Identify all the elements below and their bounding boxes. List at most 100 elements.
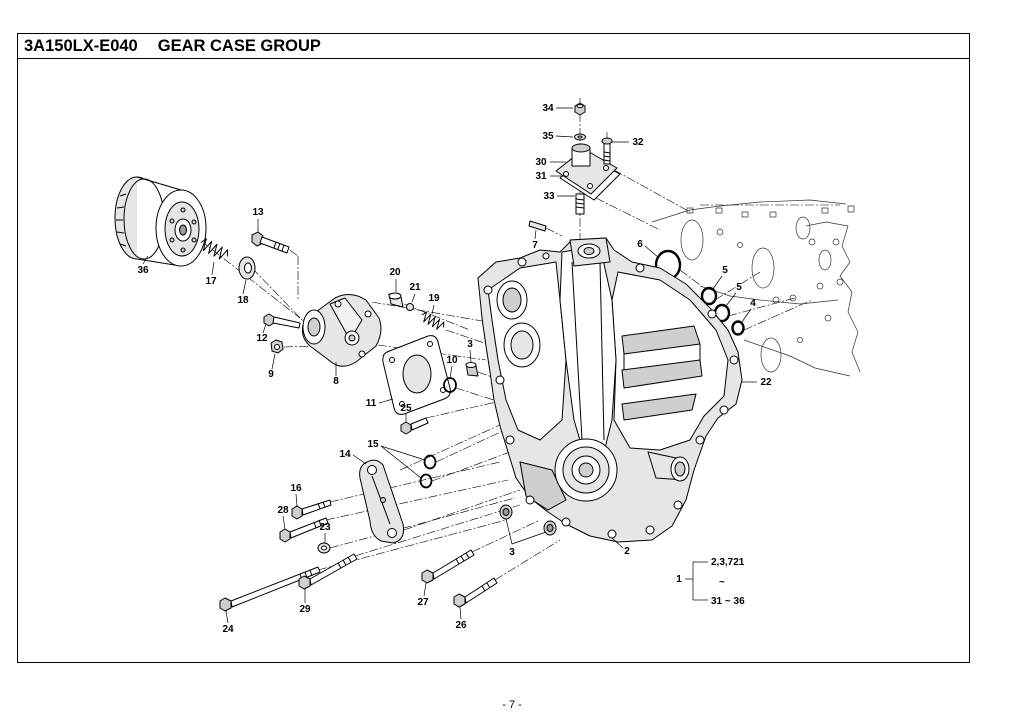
bolt-32 bbox=[601, 137, 613, 165]
bolt-13 bbox=[251, 231, 290, 254]
spring-17-stroke bbox=[200, 238, 229, 260]
cover-30-stroke bbox=[603, 165, 609, 171]
cover-30-stroke bbox=[587, 183, 593, 189]
callout-24: 24 bbox=[222, 624, 234, 635]
callout-22: 22 bbox=[760, 377, 772, 388]
gear-case-2-stroke bbox=[607, 529, 617, 539]
gasket-11 bbox=[382, 335, 451, 415]
assembly-center-lines-stroke bbox=[714, 271, 761, 301]
assembly-center-lines-stroke bbox=[371, 301, 489, 323]
callout-leader-lines-stroke bbox=[423, 582, 427, 597]
gear-case-2-stroke bbox=[674, 461, 686, 477]
oil-pump-8-stroke bbox=[364, 310, 372, 318]
assembly-center-lines-stroke bbox=[595, 197, 661, 231]
bolt-27 bbox=[421, 549, 475, 584]
oil-pump-8-stroke bbox=[307, 317, 321, 337]
callout-leader-lines-stroke bbox=[282, 515, 286, 530]
o-ring-5-stroke bbox=[700, 286, 718, 306]
assembly-center-lines-stroke bbox=[403, 489, 521, 531]
washer-18 bbox=[238, 256, 256, 280]
callout-6: 6 bbox=[637, 239, 643, 250]
callout-14: 14 bbox=[339, 449, 351, 460]
callout-5-lower: 5 bbox=[736, 282, 742, 293]
oil-pump-8-stroke bbox=[334, 300, 342, 308]
bolt-16-stroke bbox=[291, 505, 303, 520]
bolt-13-stroke bbox=[277, 242, 281, 250]
assembly-center-lines-stroke bbox=[403, 303, 471, 331]
plug-3-upper bbox=[465, 362, 479, 377]
stud-33-stroke bbox=[575, 198, 585, 201]
gasket-11-stroke bbox=[389, 357, 395, 363]
assembly-center-lines-stroke bbox=[425, 399, 506, 419]
callout-3-lower: 3 bbox=[509, 547, 515, 558]
gear-case-2-stroke bbox=[621, 359, 703, 389]
assembly-center-lines-stroke bbox=[325, 479, 509, 521]
ball-21 bbox=[406, 303, 414, 311]
callout-numbers: 34 35 32 30 31 33 13 36 17 18 20 21 19 7… bbox=[137, 103, 772, 635]
gear-case-2-stroke bbox=[517, 257, 527, 267]
gear-case-2 bbox=[477, 237, 743, 543]
bolt-26-stroke bbox=[486, 582, 491, 589]
pin-7 bbox=[528, 220, 547, 232]
o-ring-4 bbox=[731, 320, 745, 336]
assembly-legend: 1 2,3,721 ~ 31 ~ 36 bbox=[676, 557, 745, 607]
callout-leader-lines-stroke bbox=[534, 229, 537, 240]
cylinder-block-outline-stroke bbox=[751, 247, 775, 289]
gear-case-2-stroke bbox=[621, 393, 697, 421]
bolt-26-stroke bbox=[464, 577, 498, 604]
oil-filter-36-stroke bbox=[119, 243, 127, 247]
callout-leader-lines-stroke bbox=[411, 293, 416, 303]
bolt-24-stroke bbox=[219, 597, 232, 612]
bolt-27-stroke bbox=[460, 555, 465, 562]
bolt-25-stroke bbox=[400, 421, 412, 435]
callout-leader-lines-stroke bbox=[225, 610, 229, 624]
gear-case-2-stroke bbox=[673, 500, 683, 510]
gear-case-2-stroke bbox=[510, 330, 534, 360]
oil-filter-36 bbox=[114, 176, 207, 267]
nut-9-stroke bbox=[274, 344, 280, 350]
gear-case-2-stroke bbox=[505, 435, 515, 445]
assembly-center-lines-stroke bbox=[377, 344, 487, 361]
bolt-16-stroke bbox=[317, 502, 321, 510]
bolt-24 bbox=[219, 566, 321, 612]
bolt-26-stroke bbox=[453, 593, 466, 608]
cylinder-block-outline-stroke bbox=[715, 207, 723, 214]
pin-7-stroke bbox=[528, 220, 547, 232]
assembly-center-lines-stroke bbox=[354, 504, 521, 557]
bolt-13-stroke bbox=[281, 244, 285, 252]
spring-19-stroke bbox=[421, 311, 445, 330]
legend-range-top: 2,3,721 bbox=[711, 557, 745, 568]
plunger-20 bbox=[388, 292, 404, 308]
bolt-25-stroke bbox=[410, 417, 429, 431]
cylinder-block-outline-stroke bbox=[651, 199, 847, 223]
oil-filter-36-stroke bbox=[179, 224, 187, 236]
o-ring-4-stroke bbox=[731, 320, 745, 336]
callout-34: 34 bbox=[542, 103, 554, 114]
o-ring-15-stroke bbox=[419, 473, 433, 489]
assembly-center-lines-stroke bbox=[743, 299, 813, 331]
cylinder-block-outline bbox=[651, 199, 861, 377]
bolt-24-stroke bbox=[230, 566, 321, 608]
cylinder-block-outline-stroke bbox=[824, 314, 832, 322]
oil-pump-8-stroke bbox=[358, 350, 366, 358]
assembly-center-lines-stroke bbox=[445, 329, 491, 346]
assembly-center-lines-stroke bbox=[329, 497, 516, 549]
bolt-16 bbox=[291, 499, 332, 520]
bolt-27-stroke bbox=[455, 558, 460, 565]
stud-33 bbox=[575, 193, 585, 215]
spring-19 bbox=[421, 311, 445, 330]
assembly-center-lines-stroke bbox=[471, 519, 541, 553]
callout-leader-lines-stroke bbox=[380, 445, 422, 479]
callout-leader-lines-stroke bbox=[295, 493, 298, 507]
bracket-14-stroke bbox=[387, 528, 397, 538]
oil-pump-8-stroke bbox=[329, 297, 363, 341]
bolt-24-stroke bbox=[309, 569, 313, 577]
oil-pump-8 bbox=[301, 294, 382, 367]
callout-18: 18 bbox=[237, 295, 249, 306]
callout-35: 35 bbox=[542, 131, 554, 142]
gasket-11-stroke bbox=[427, 341, 433, 347]
bracket-14 bbox=[359, 459, 404, 544]
callout-leader-lines-stroke bbox=[712, 275, 723, 290]
bolt-26 bbox=[453, 577, 498, 608]
